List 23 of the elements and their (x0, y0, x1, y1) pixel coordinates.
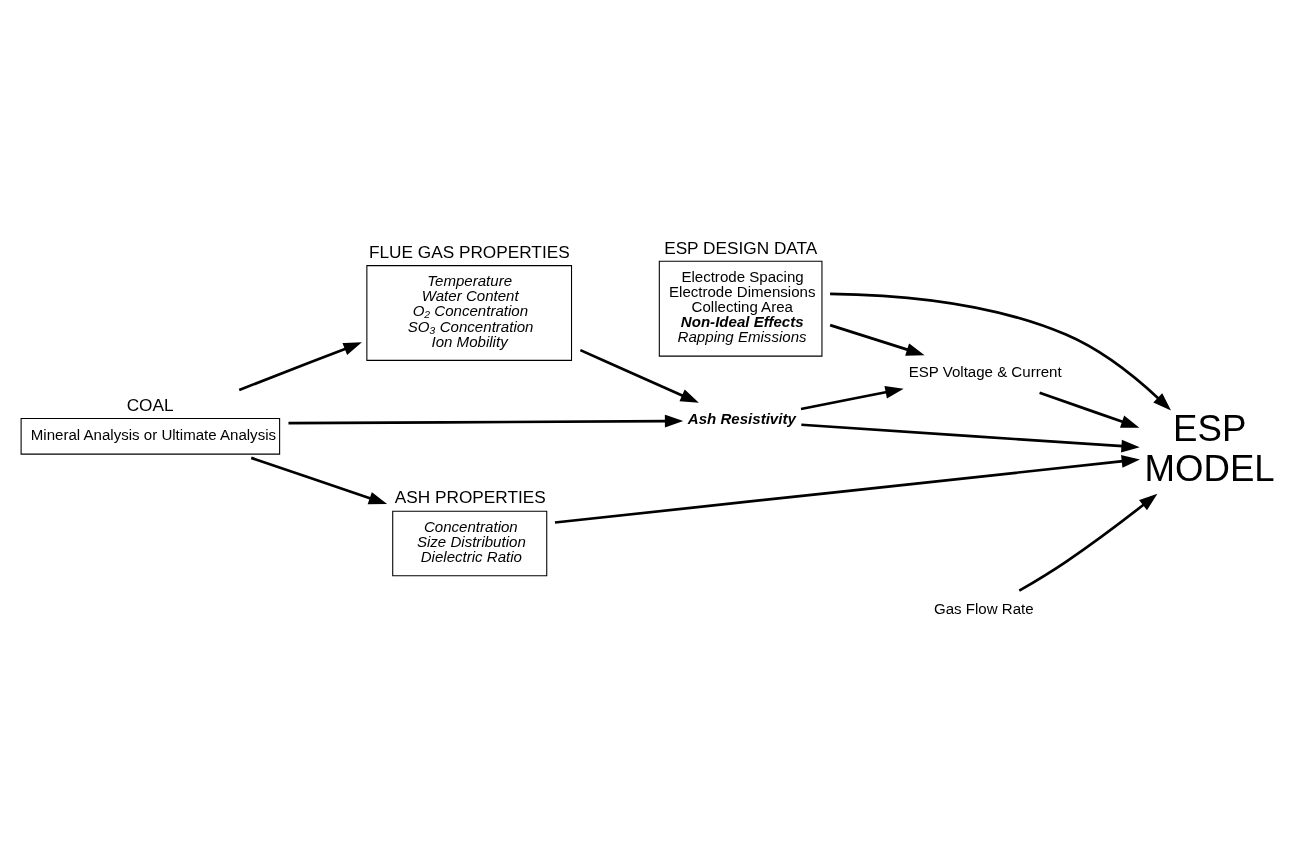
node-text: ESP Voltage & Current (908, 363, 1062, 381)
node-text: Ash Resistivity (687, 409, 796, 427)
arrow (238, 342, 362, 392)
node-label: ESP DESIGN DATA (664, 237, 818, 258)
node-text: Gas Flow Rate (933, 600, 1034, 618)
arrow (801, 423, 1140, 453)
node-label: FLUE GAS PROPERTIES (369, 241, 570, 262)
node-box: Electrode Spacing Electrode Dimensions Collecting Area Non-Ideal Effects Rapping Emissions (658, 260, 823, 357)
arrow (250, 456, 388, 505)
arrow (800, 386, 904, 411)
node-label: COAL (126, 394, 174, 415)
node-box: Concentration Size Distribution Dielectric Ratio (392, 510, 548, 577)
node-box: Mineral Analysis or Ultimate Analysis (20, 418, 281, 455)
arrow (579, 348, 699, 403)
node-text: ESP MODEL (1144, 408, 1275, 490)
node-label: ASH PROPERTIES (394, 487, 546, 508)
arrow (288, 414, 684, 428)
arrow (554, 454, 1140, 524)
arrow (1039, 391, 1140, 428)
arrow (829, 323, 925, 356)
arrow (1018, 493, 1158, 592)
arrow (830, 292, 1171, 411)
node-box: Temperature Water Content O₂ Concentration SO₃ Concentration Ion Mobility (366, 265, 573, 361)
